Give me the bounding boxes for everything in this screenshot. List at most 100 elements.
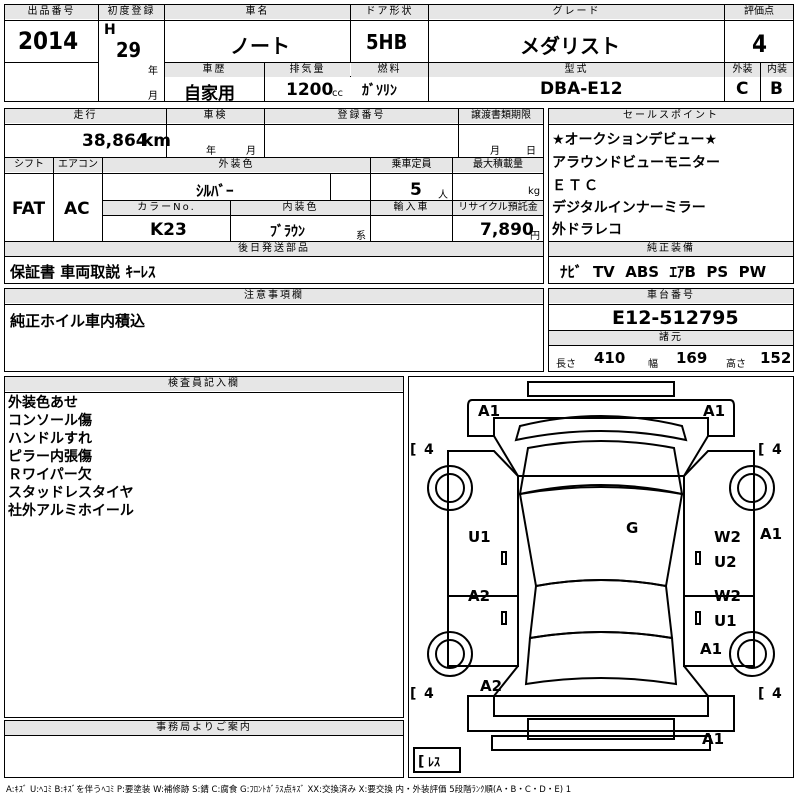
equipment-label: 純正装備 [549, 242, 793, 256]
inspector-notes: 外装色あせ コンソール傷 ハンドルすれ ピラー内張傷 Ｒワイパー欠 スタッドレス… [8, 394, 134, 520]
exterior-label: 外装 [725, 63, 760, 77]
selling-points-label: セールスポイント [549, 109, 793, 123]
equipment-value: ﾅﾋﾞ TV ABS ｴｱB PS PW [560, 263, 767, 281]
mileage-unit: km [142, 131, 172, 151]
history-label: 車歴 [165, 63, 264, 77]
selling-point-item: デジタルインナーミラー [552, 200, 706, 216]
inspector-block [4, 376, 404, 718]
capacity-value: 5 [410, 180, 422, 200]
damage-mark: G [626, 519, 638, 537]
inspection-month-unit: 月 [246, 146, 256, 157]
inspector-label: 検査員記入欄 [5, 377, 403, 391]
recycle-unit: 円 [530, 231, 540, 242]
damage-mark: A1 [700, 640, 722, 658]
import-label: 輸入車 [371, 201, 452, 215]
notes-label: 注意事項欄 [5, 289, 543, 303]
score-value: 4 [752, 30, 768, 58]
chassis-label: 車台番号 [549, 289, 793, 303]
displacement-label: 排気量 [265, 63, 350, 77]
lot-number: 2014 [18, 27, 79, 55]
tread-bracket: [ [758, 686, 764, 702]
dims-label: 諸元 [549, 331, 793, 345]
color-label: 外装色 [103, 158, 370, 172]
mileage-value: 38,864 [82, 131, 148, 151]
width-value: 169 [676, 349, 708, 367]
damage-mark: A2 [480, 677, 502, 695]
lot-label: 出品番号 [5, 5, 98, 19]
capacity-unit: 人 [438, 190, 448, 201]
inspector-line: ピラー内張傷 [8, 449, 92, 465]
office-label: 事務局よりご案内 [5, 721, 403, 735]
inspection-label: 車検 [167, 109, 264, 123]
inspector-line: ハンドルすれ [8, 431, 92, 447]
damage-mark: A1 [702, 730, 724, 748]
exterior-grade: C [736, 79, 749, 99]
era-mark: H [104, 22, 116, 38]
inspector-line: スタッドレスタイヤ [8, 485, 134, 501]
selling-point-item: 外ドラレコ [552, 222, 622, 238]
height-label: 高さ [726, 359, 746, 370]
fuel-value: ｶﾞｿﾘﾝ [362, 83, 397, 99]
transfer-month-unit: 月 [490, 146, 500, 157]
car-outline: A1 A1 G U1 W2 U2 A1 A2 W2 U1 A1 A2 A1 [ … [410, 381, 782, 773]
model-value: DBA-E12 [540, 79, 623, 99]
transfer-label: 譲渡書類期限 [459, 109, 543, 123]
damage-mark: U1 [714, 612, 737, 630]
inspection-year-unit: 年 [206, 146, 216, 157]
tread-depth: 4 [772, 442, 782, 458]
interior-grade: B [770, 79, 783, 99]
later-parts-label: 後日発送部品 [5, 242, 543, 256]
tread-bracket: [ [410, 686, 416, 702]
length-label: 長さ [556, 359, 576, 370]
inspector-line: コンソール傷 [8, 413, 92, 429]
damage-mark: A2 [468, 587, 490, 605]
first-reg-label: 初度登録 [99, 5, 164, 19]
maxload-label: 最大積載量 [453, 158, 543, 172]
legend: A:ｷｽﾞ U:ﾍｺﾐ B:ｷｽﾞを伴うﾍｺﾐ P:要塗装 W:補修跡 S:錆 … [6, 785, 572, 795]
model-label: 型式 [429, 63, 724, 77]
year-unit: 年 [148, 66, 158, 77]
ac-label: エアコン [54, 158, 102, 172]
score-label: 評価点 [725, 5, 793, 19]
tread-depth: 4 [424, 686, 434, 702]
capacity-label: 乗車定員 [371, 158, 452, 172]
transfer-day-unit: 日 [526, 146, 536, 157]
chassis-number: E12-512795 [612, 307, 739, 329]
inspector-line: Ｒワイパー欠 [8, 467, 92, 483]
door-label: ドア形状 [351, 5, 428, 19]
plate-label: 登録番号 [265, 109, 458, 123]
int-color-suffix: 系 [356, 231, 366, 242]
tread-bracket: [ [410, 442, 416, 458]
ac-value: AC [64, 199, 90, 219]
car-diagram [408, 376, 794, 778]
color-no-value: K23 [150, 220, 187, 240]
mileage-label: 走行 [5, 109, 166, 123]
selling-point-item: ＥＴＣ [552, 178, 600, 194]
width-label: 幅 [648, 359, 658, 370]
damage-mark: W2 [714, 528, 741, 546]
shift-value: FAT [12, 199, 46, 219]
damage-mark: U2 [714, 553, 737, 571]
maxload-unit: kg [528, 186, 541, 197]
tread-depth: 4 [772, 686, 782, 702]
tread-bracket: [ [758, 442, 764, 458]
damage-mark: A1 [703, 402, 725, 420]
car-name: ノート [230, 34, 290, 58]
color-no-label: カラーNo. [103, 201, 230, 215]
tread-depth: 4 [424, 442, 434, 458]
history-value: 自家用 [184, 84, 235, 104]
car-name-label: 車名 [165, 5, 350, 19]
fuel-label: 燃料 [351, 63, 428, 77]
grade-label: グレード [429, 5, 724, 19]
recycle-value: 7,890 [480, 220, 534, 240]
length-value: 410 [594, 349, 626, 367]
displacement-value: 1200 [286, 80, 334, 100]
height-value: 152 [760, 349, 792, 367]
recycle-label: リサイクル預託金 [453, 201, 543, 215]
displacement-unit: cc [332, 88, 343, 99]
int-color-value: ﾌﾞﾗｳﾝ [270, 224, 305, 240]
shift-label: シフト [5, 158, 53, 172]
int-color-label: 内装色 [231, 201, 370, 215]
inspector-line: 社外アルミホイール [8, 503, 134, 519]
spare-bracket: [ [418, 754, 424, 770]
